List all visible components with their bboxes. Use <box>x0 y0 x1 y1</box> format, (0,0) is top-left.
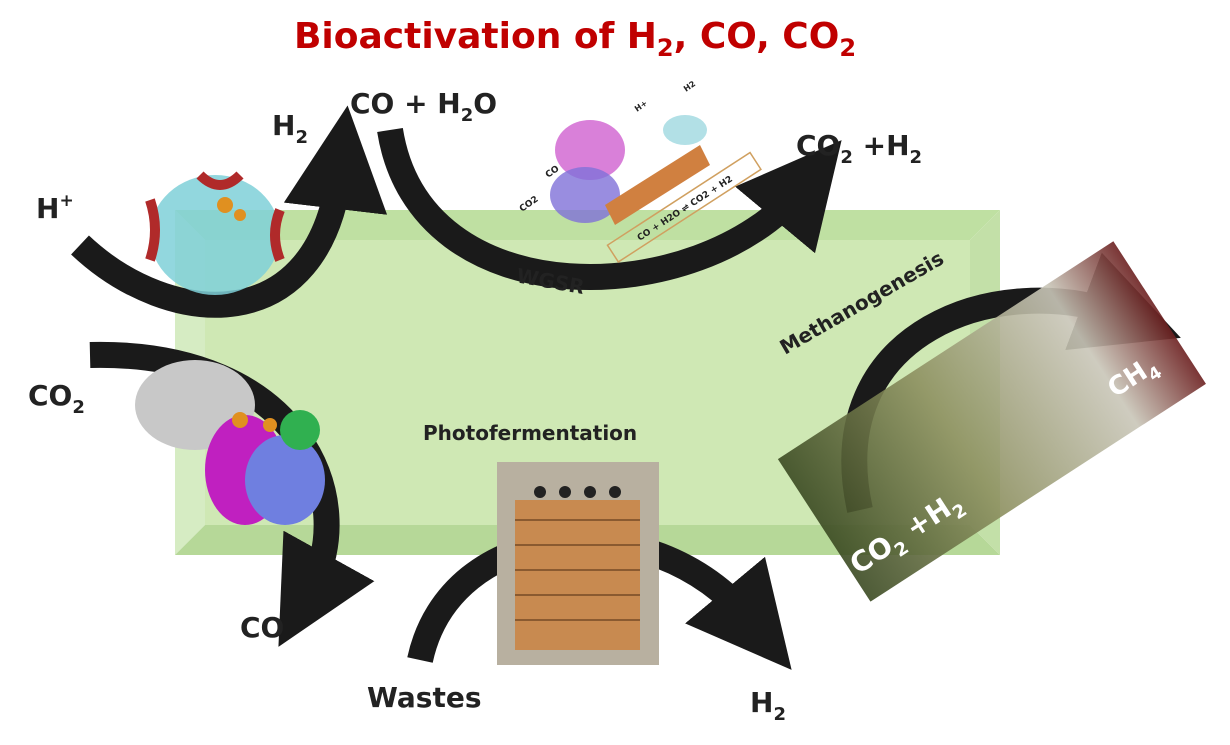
diagram-title: Bioactivation of H2, CO, CO2 <box>294 16 856 62</box>
svg-text:H2: H2 <box>682 79 697 93</box>
label-h-plus: H+ <box>36 191 74 225</box>
codh-protein-image <box>135 360 325 525</box>
label-h2-bottom: H2 <box>750 686 786 725</box>
label-co2-h2: CO2 +H2 <box>796 129 922 168</box>
photobioreactor-image <box>497 462 659 665</box>
wgsr-inset-image: CO + H2O ⇌ CO2 + H2 CO CO2 H+ H2 <box>518 79 762 263</box>
hydrogenase-arrow <box>71 105 388 318</box>
label-co-h2o: CO + H2O <box>350 87 497 126</box>
methanogenesis-photo <box>777 241 1206 602</box>
wgsr-arrow <box>377 127 842 291</box>
label-co-bottom: CO <box>240 611 284 644</box>
label-wastes: Wastes <box>367 681 482 714</box>
hydrogenase-protein-image <box>145 171 285 295</box>
label-photofermentation: Photofermentation <box>423 421 637 445</box>
svg-text:H+: H+ <box>633 99 649 114</box>
label-co2-left: CO2 <box>28 379 85 418</box>
label-h2-top: H2 <box>272 109 308 148</box>
